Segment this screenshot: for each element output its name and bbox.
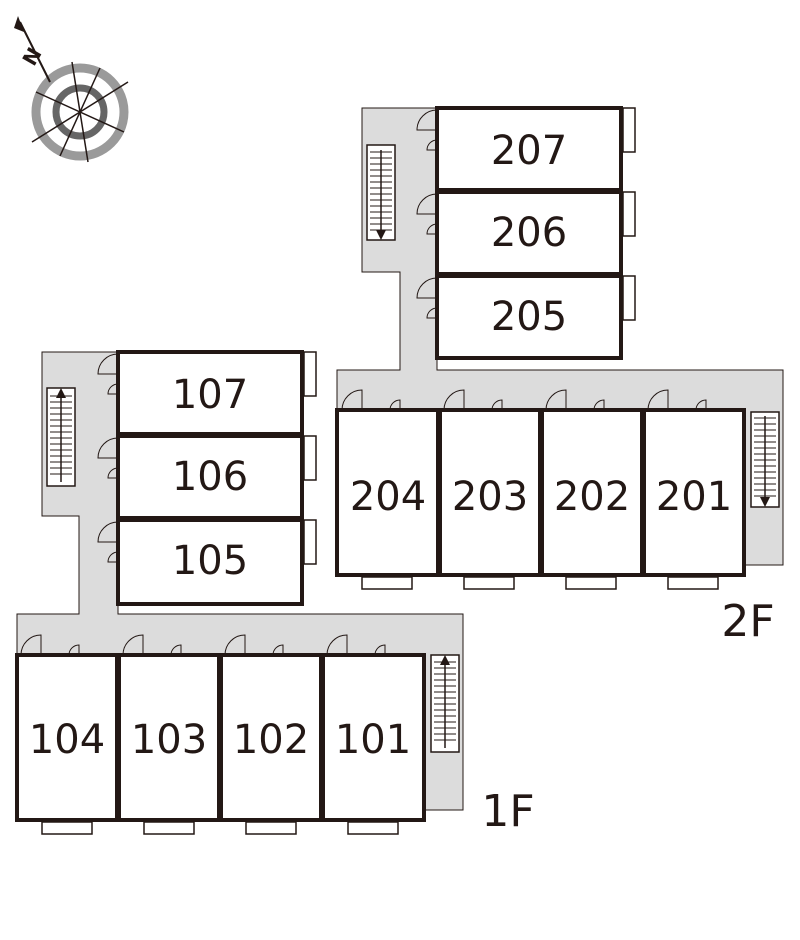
- room-203: [438, 408, 542, 577]
- room-101: [321, 653, 426, 822]
- room-label-106: 106: [172, 454, 248, 500]
- room-label-101: 101: [335, 717, 411, 763]
- room-104: [15, 653, 119, 822]
- room-205: [435, 274, 623, 360]
- room-label-207: 207: [491, 128, 567, 174]
- floor2-upper-rooms: 207 206 205: [416, 106, 636, 360]
- room-label-203: 203: [452, 474, 528, 520]
- room-label-204: 204: [350, 474, 426, 520]
- room-102: [219, 653, 323, 822]
- room-206: [435, 190, 623, 276]
- room-204: [335, 408, 440, 577]
- room-105: [116, 518, 304, 606]
- room-label-104: 104: [29, 717, 105, 763]
- floor2-stairs-right: [750, 411, 780, 508]
- floor1-stairs-left: [46, 387, 76, 487]
- room-107: [116, 350, 304, 436]
- floor1-upper-rooms: 107 106 105: [97, 350, 317, 606]
- room-label-201: 201: [656, 474, 732, 520]
- floor1-row-rooms: 104 103 102 101: [15, 634, 426, 835]
- room-106: [116, 434, 304, 520]
- room-label-202: 202: [554, 474, 630, 520]
- compass-icon: [14, 16, 129, 163]
- room-103: [117, 653, 221, 822]
- floor1-label: 1F: [481, 786, 534, 837]
- room-label-103: 103: [131, 717, 207, 763]
- floor1-stairs-right: [430, 654, 460, 753]
- room-label-102: 102: [233, 717, 309, 763]
- floor2-label: 2F: [721, 596, 774, 647]
- room-label-205: 205: [491, 294, 567, 340]
- room-201: [642, 408, 746, 577]
- floor2-stairs-upper: [366, 144, 396, 241]
- floor2-row-rooms: 204 203 202 201: [335, 389, 746, 590]
- room-label-107: 107: [172, 372, 248, 418]
- room-label-206: 206: [491, 210, 567, 256]
- room-label-105: 105: [172, 538, 248, 584]
